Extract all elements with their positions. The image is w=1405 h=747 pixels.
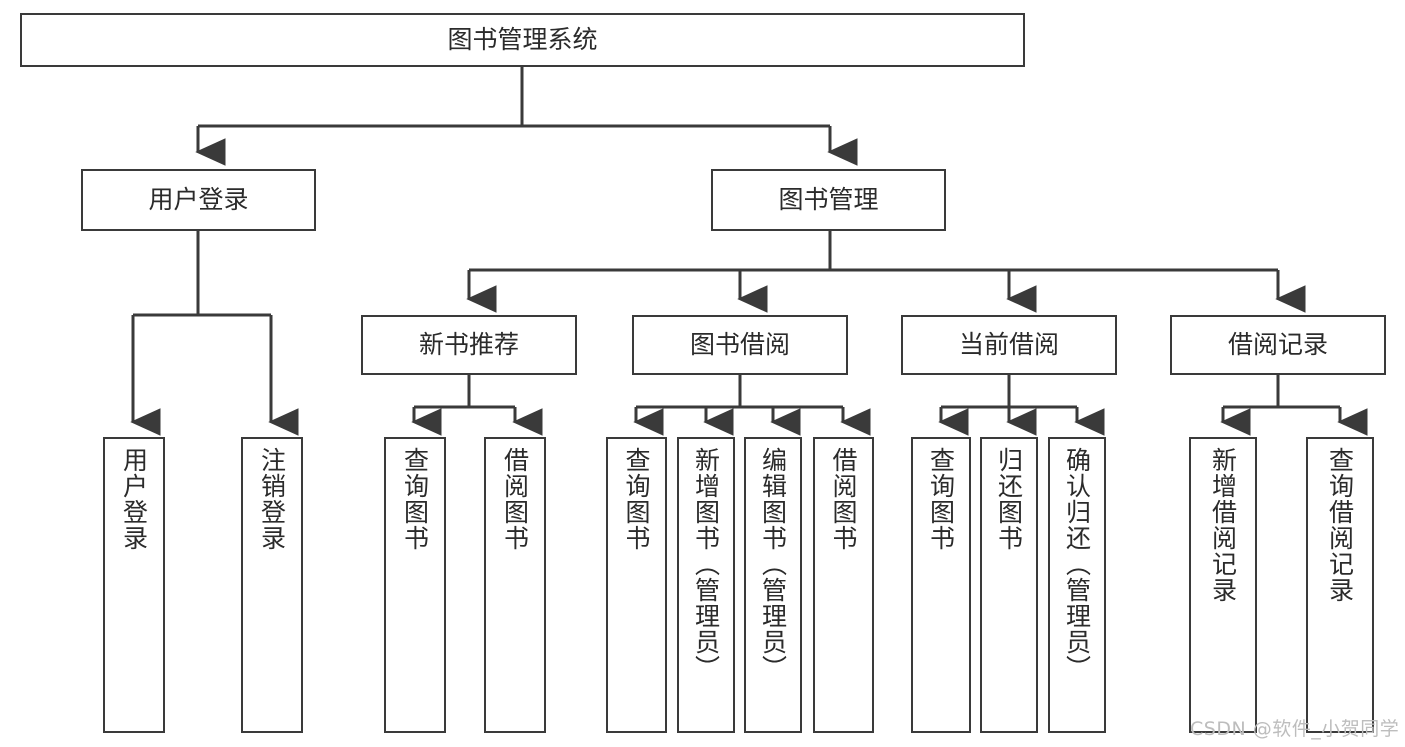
- node-book-borrow[interactable]: 图书借阅: [632, 315, 848, 375]
- node-label: 新增借阅记录: [1208, 447, 1238, 603]
- node-root-system[interactable]: 图书管理系统: [20, 13, 1025, 67]
- leaf-add-borrow-record[interactable]: 新增借阅记录: [1189, 437, 1257, 733]
- leaf-query-book-borrow[interactable]: 查询图书: [606, 437, 667, 733]
- node-user-login[interactable]: 用户登录: [81, 169, 316, 231]
- node-label: 编辑图书（管理员）: [758, 447, 788, 681]
- leaf-user-logout[interactable]: 注销登录: [241, 437, 303, 733]
- leaf-confirm-return-admin[interactable]: 确认归还（管理员）: [1048, 437, 1106, 733]
- node-label: 查询图书: [926, 447, 956, 551]
- node-label: 查询图书: [400, 447, 430, 551]
- node-book-management[interactable]: 图书管理: [711, 169, 946, 231]
- node-label: 确认归还（管理员）: [1062, 447, 1092, 681]
- node-label: 图书管理系统: [447, 25, 598, 54]
- node-label: 图书借阅: [689, 330, 790, 359]
- node-label: 借阅记录: [1227, 330, 1328, 359]
- node-label: 借阅图书: [829, 447, 858, 551]
- csdn-watermark: CSDN @软件_小贺同学: [1190, 718, 1400, 740]
- node-label: 当前借阅: [958, 330, 1059, 359]
- node-new-book-recommend[interactable]: 新书推荐: [361, 315, 577, 375]
- leaf-return-book[interactable]: 归还图书: [980, 437, 1038, 733]
- leaf-add-book-admin[interactable]: 新增图书（管理员）: [677, 437, 735, 733]
- leaf-user-login[interactable]: 用户登录: [103, 437, 165, 733]
- node-current-borrow[interactable]: 当前借阅: [901, 315, 1117, 375]
- node-label: 归还图书: [994, 447, 1024, 551]
- leaf-query-borrow-record[interactable]: 查询借阅记录: [1306, 437, 1374, 733]
- leaf-edit-book-admin[interactable]: 编辑图书（管理员）: [744, 437, 802, 733]
- node-label: 新书推荐: [418, 330, 519, 359]
- node-borrow-records[interactable]: 借阅记录: [1170, 315, 1386, 375]
- leaf-query-book-recommend[interactable]: 查询图书: [384, 437, 446, 733]
- node-label: 图书管理: [778, 185, 879, 214]
- node-label: 查询借阅记录: [1325, 447, 1355, 603]
- node-label: 用户登录: [119, 447, 149, 551]
- leaf-borrow-book[interactable]: 借阅图书: [813, 437, 874, 733]
- leaf-query-book-current[interactable]: 查询图书: [911, 437, 971, 733]
- node-label: 新增图书（管理员）: [691, 447, 721, 681]
- node-label: 查询图书: [622, 447, 651, 551]
- node-label: 注销登录: [257, 447, 287, 551]
- leaf-borrow-book-recommend[interactable]: 借阅图书: [484, 437, 546, 733]
- node-label: 借阅图书: [500, 447, 530, 551]
- node-label: 用户登录: [148, 185, 249, 214]
